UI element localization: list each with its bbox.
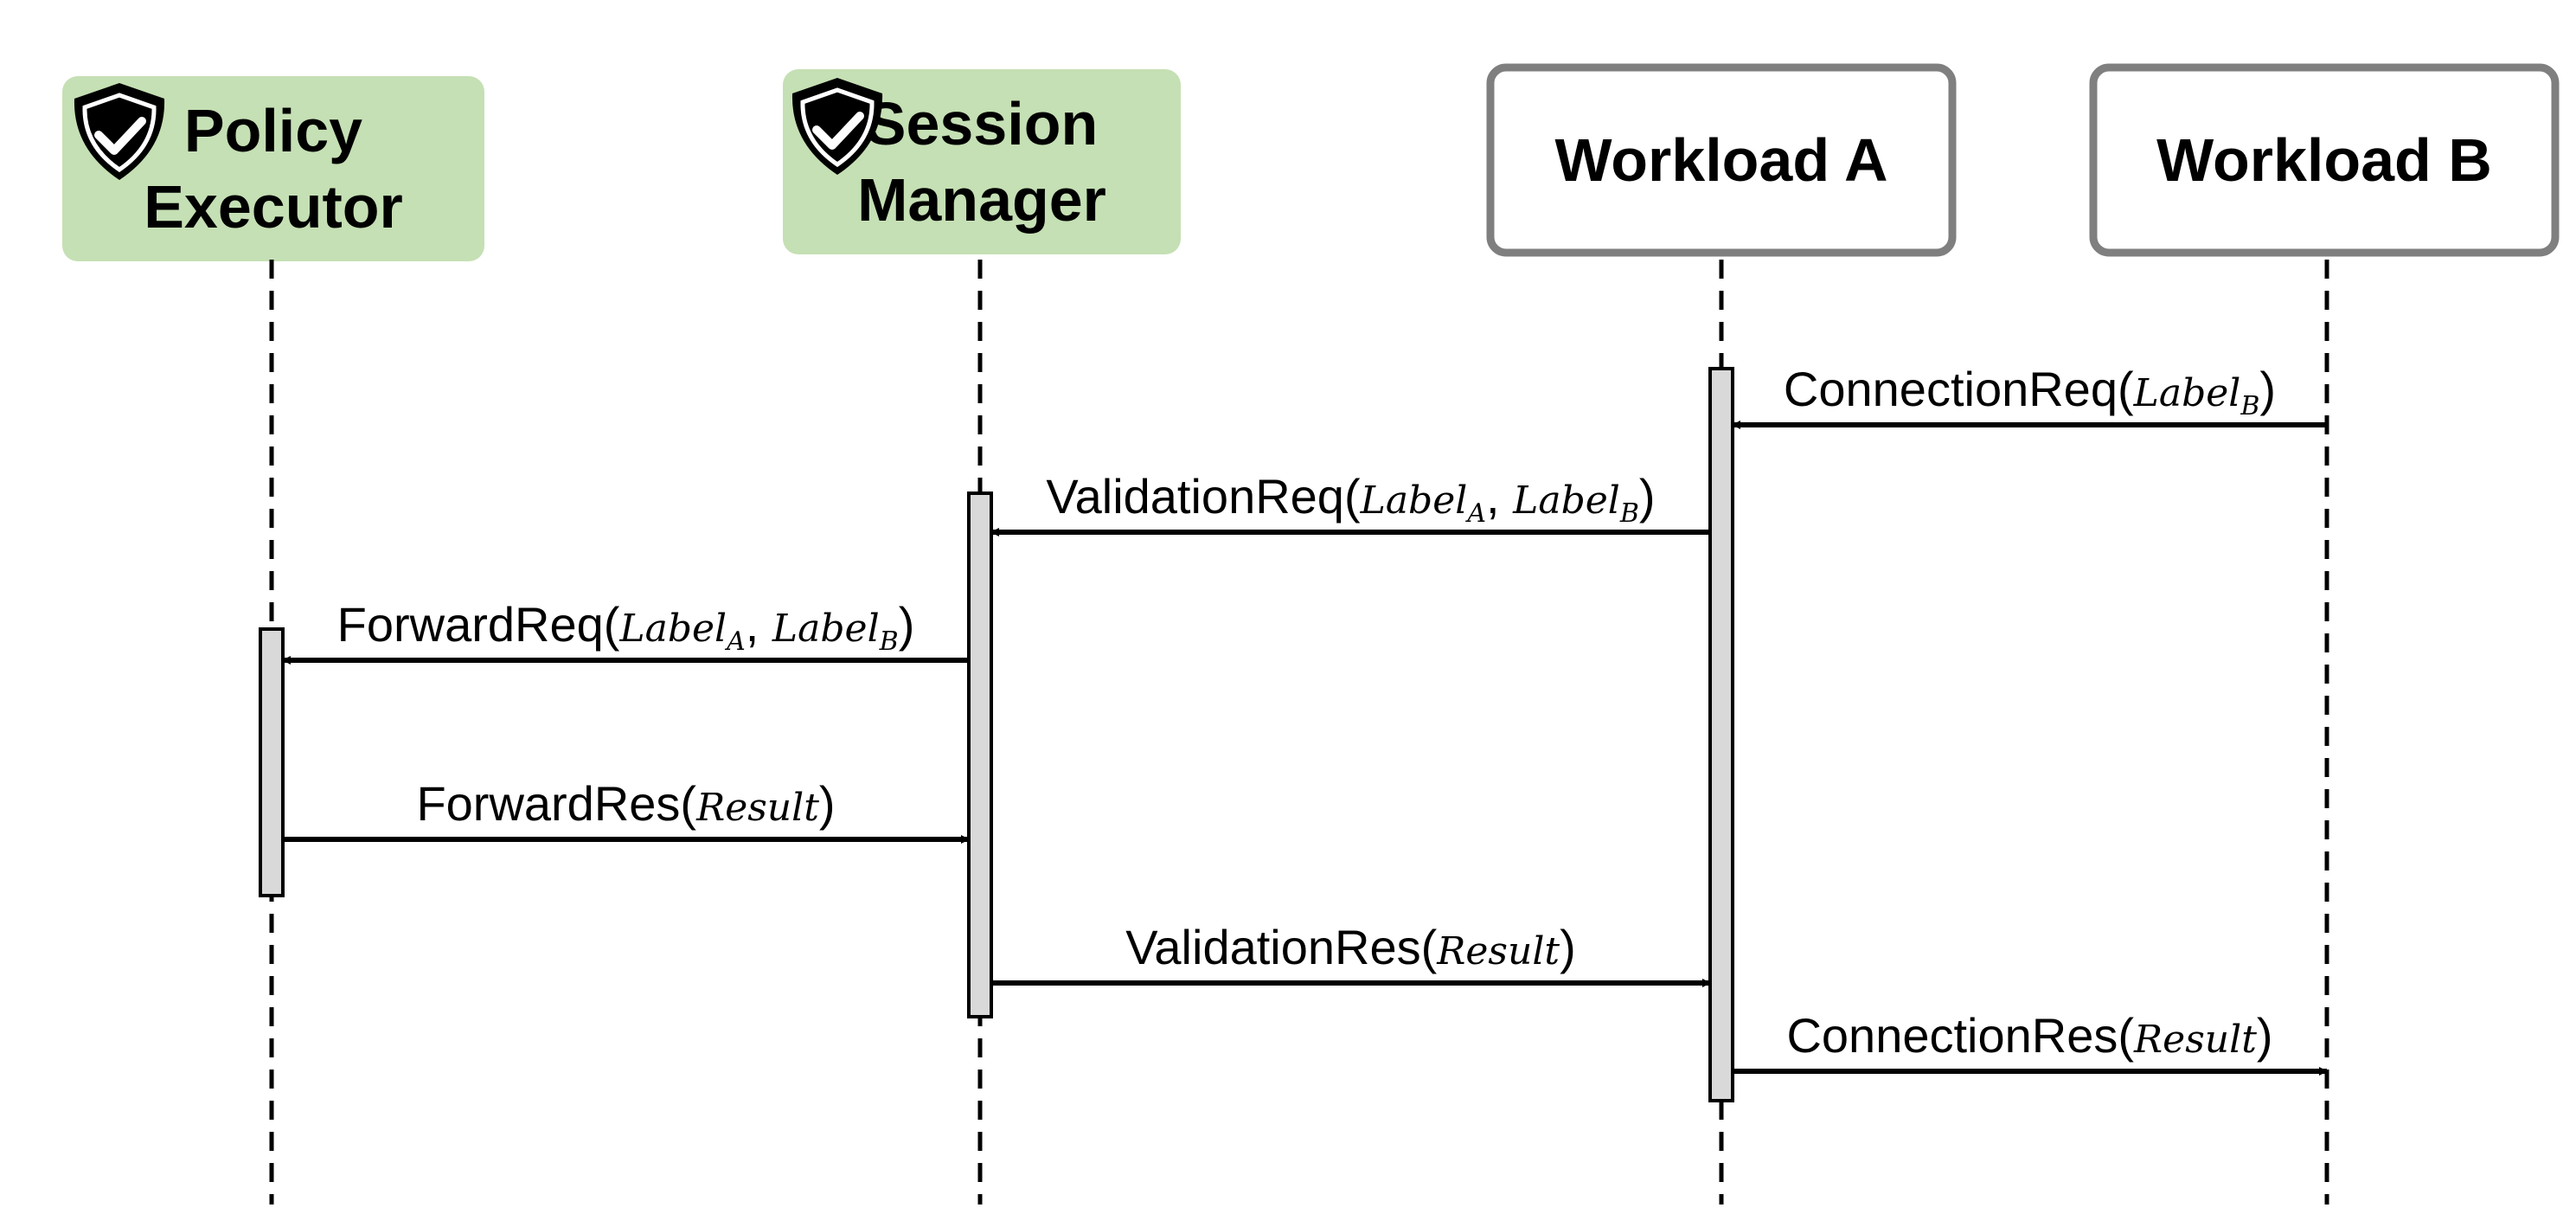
message-forward-res: ForwardRes(Result) [283, 776, 970, 844]
actor-label: Manager [857, 166, 1106, 234]
message-arg: Label [1512, 479, 1620, 523]
message-arg-subscript: A [724, 626, 746, 657]
message-label: ValidationRes(Result) [1125, 920, 1576, 974]
message-label: ValidationReq(LabelA​, LabelB​) [1046, 469, 1655, 529]
message-arg-subscript: B [879, 626, 899, 657]
shield-check-icon [791, 78, 883, 175]
message-arg-subscript: A [1464, 498, 1486, 529]
message-arg: Result [1436, 929, 1560, 973]
actor-box [1486, 63, 1957, 257]
message-arg: Label [772, 607, 880, 651]
message-arg: Label [618, 607, 727, 651]
actor-label: Workload A [1554, 126, 1887, 194]
message-label: ConnectionRes(Result) [1786, 1008, 2272, 1063]
message-arg: Label [2133, 371, 2241, 415]
message-name: ForwardReq [337, 597, 604, 652]
activation-bar-workloadA [1708, 367, 1734, 1102]
message-label: ForwardReq(LabelA​, LabelB​) [337, 597, 915, 657]
actor-label: Executor [144, 173, 403, 241]
message-arg-subscript: B [2240, 391, 2259, 421]
message-label: ConnectionReq(LabelB​) [1784, 362, 2276, 421]
message-name: ValidationReq [1046, 469, 1344, 524]
actor-box [62, 76, 484, 261]
actor-box [783, 69, 1181, 254]
message-forward-req: ForwardReq(LabelA​, LabelB​) [282, 597, 969, 665]
message-arg: Label [1360, 479, 1468, 523]
actor-workloadB: Workload B [2089, 63, 2560, 257]
message-validation-req: ValidationReq(LabelA​, LabelB​) [990, 469, 1710, 536]
message-arg-subscript: B [1619, 498, 1639, 529]
message-name: ForwardRes [416, 776, 680, 831]
activation-bar-session [967, 491, 993, 1018]
actor-label: Policy [184, 97, 362, 164]
shield-check-icon [74, 83, 165, 180]
message-validation-res: ValidationRes(Result) [991, 920, 1711, 987]
actor-label: Session [866, 90, 1098, 157]
message-name: ConnectionReq [1784, 362, 2118, 416]
actor-label: Workload B [2156, 126, 2492, 194]
message-arg: Result [695, 786, 819, 830]
message-label: ForwardRes(Result) [416, 776, 835, 831]
actor-box [2089, 63, 2560, 257]
message-arg: Result [2133, 1018, 2257, 1062]
message-name: ConnectionRes [1786, 1008, 2118, 1063]
actor-workloadA: Workload A [1486, 63, 1957, 257]
message-name: ValidationRes [1125, 920, 1420, 974]
message-connection-res: ConnectionRes(Result) [1733, 1008, 2328, 1076]
activation-bar-policy [259, 627, 285, 897]
message-connection-req: ConnectionReq(LabelB​) [1732, 362, 2327, 429]
